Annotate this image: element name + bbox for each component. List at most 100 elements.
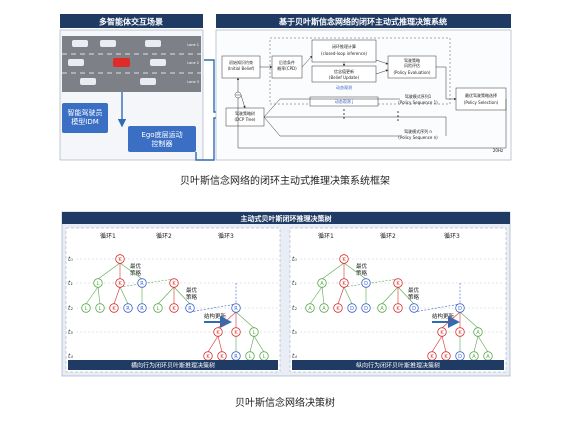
tree-edge xyxy=(97,262,121,280)
caption-top: 贝叶斯信念网络的闭环主动式推理决策系统框架 xyxy=(180,176,390,187)
loop3-label-right: 循环3 xyxy=(444,232,460,240)
lane-2-label: Lane 2 xyxy=(187,61,199,65)
svg-text:D: D xyxy=(364,281,368,287)
loop2-root-node: K xyxy=(169,278,179,288)
tree-edge xyxy=(441,311,461,329)
left-panel-header xyxy=(60,14,203,28)
svg-text:A: A xyxy=(322,306,326,312)
tree-node: K xyxy=(427,351,437,361)
tree-edge xyxy=(413,303,461,313)
tree-edge xyxy=(157,286,175,305)
policy-selection-sub: (Policy Selection) xyxy=(464,100,499,105)
left-tree-panel xyxy=(65,227,281,373)
loop2-label-right: 循环2 xyxy=(380,232,396,240)
svg-text:L: L xyxy=(97,281,100,287)
svg-text:A: A xyxy=(380,306,384,312)
svg-text:K: K xyxy=(396,306,400,312)
tree-node: R xyxy=(231,351,241,361)
tree-node: D xyxy=(361,278,371,288)
tree-edge xyxy=(321,286,325,305)
svg-text:K: K xyxy=(234,330,238,336)
tree-edge xyxy=(473,335,479,353)
svg-text:K: K xyxy=(440,330,444,336)
struct-update-left: 结构更新 xyxy=(204,312,227,320)
svg-text:K: K xyxy=(444,354,448,360)
ellipsis-dots xyxy=(343,109,399,121)
policy-eval-sub: (Policy Evaluation) xyxy=(393,70,430,75)
svg-text:R: R xyxy=(188,306,192,312)
tree-edge xyxy=(309,286,323,305)
tree-node: A xyxy=(483,351,493,361)
svg-text:D: D xyxy=(412,306,416,312)
svg-text:A: A xyxy=(476,330,480,336)
best-policy-2-right: 最优策略 xyxy=(408,286,420,301)
loop2-root-node: K xyxy=(393,278,403,288)
closed-loop-sub: (closed-loop inference) xyxy=(321,51,367,56)
struct-update-right: 结构更新 xyxy=(432,312,455,320)
cpd-label: 后验条件概率(CPD) xyxy=(277,59,297,71)
tree-edge xyxy=(343,262,367,280)
tree-node: D xyxy=(409,303,419,313)
tree-node: A xyxy=(319,303,329,313)
tree-node: K xyxy=(169,303,179,313)
lane-3-label: Lane 3 xyxy=(187,80,199,84)
svg-text:A: A xyxy=(308,306,312,312)
tree-node: K xyxy=(115,278,125,288)
ego-vehicle xyxy=(113,58,130,67)
svg-text:D: D xyxy=(350,306,354,312)
loop1-label-left: 循环1 xyxy=(100,232,116,240)
tree-edge xyxy=(343,286,353,305)
svg-text:K: K xyxy=(430,354,434,360)
tree-node: R xyxy=(137,278,147,288)
tree-edge xyxy=(253,335,265,353)
dynamic-obs-label: 动态观测 xyxy=(336,84,352,90)
svg-text:K: K xyxy=(216,330,220,336)
left-footer: 横向行为闭环贝叶斯推理决策树 xyxy=(131,362,215,370)
tree-node: A xyxy=(305,303,315,313)
tree-edges xyxy=(85,262,489,353)
svg-text:A: A xyxy=(472,354,476,360)
tree-node: A xyxy=(473,327,483,337)
tree-edge xyxy=(97,286,101,305)
tree-edge xyxy=(119,286,129,305)
svg-text:K: K xyxy=(118,257,122,263)
ego-controller-label: Ego底层运动控制器 xyxy=(141,130,182,148)
svg-text:A: A xyxy=(486,354,490,360)
svg-text:R: R xyxy=(140,306,144,312)
left-panel-title: 多智能体交互场景 xyxy=(99,17,163,27)
best-policy-1-right: 最优策略 xyxy=(356,262,368,277)
tree-node: K xyxy=(441,351,451,361)
tree-node: L xyxy=(249,327,259,337)
tree-node: K xyxy=(203,351,213,361)
tree-edge xyxy=(477,335,489,353)
tree-edge xyxy=(119,262,143,280)
tree-node: L xyxy=(259,351,269,361)
surrounding-vehicles xyxy=(68,40,166,85)
time-label-t4-right: t₄ xyxy=(292,353,297,360)
svg-text:R: R xyxy=(234,354,238,360)
dynamic-obs2-label: 动态观测 j xyxy=(335,98,353,104)
tree-edge xyxy=(85,286,99,305)
caption-bottom: 贝叶斯信念网络决策树 xyxy=(235,398,335,409)
policy-seqn-label: 驾驶模式序列 n xyxy=(404,128,432,134)
time-label-t0-right: t₀ xyxy=(292,256,297,263)
svg-text:K: K xyxy=(458,330,462,336)
tree-edge xyxy=(217,335,223,353)
dcp-tree-label: 驾驶策略树(DCP Tree) xyxy=(234,110,255,122)
svg-text:L: L xyxy=(85,306,88,312)
closed-loop-title: 闭环推理计算 xyxy=(332,43,356,49)
tree-node: R xyxy=(137,303,147,313)
tree-edge xyxy=(337,286,345,305)
tree-edge xyxy=(321,262,345,280)
time-label-t3-left: t₃ xyxy=(68,329,73,336)
svg-text:L: L xyxy=(263,354,266,360)
initial-belief-label: 初始知识约束(Initial Belief) xyxy=(228,59,255,71)
right-panel-title: 基于贝叶斯信念网络的闭环主动式推理决策系统 xyxy=(278,17,447,27)
tree-edge xyxy=(397,286,415,305)
svg-text:K: K xyxy=(396,281,400,287)
root-node: K xyxy=(115,254,125,264)
svg-text:K: K xyxy=(172,281,176,287)
time-label-t2-right: t₂ xyxy=(292,305,297,312)
